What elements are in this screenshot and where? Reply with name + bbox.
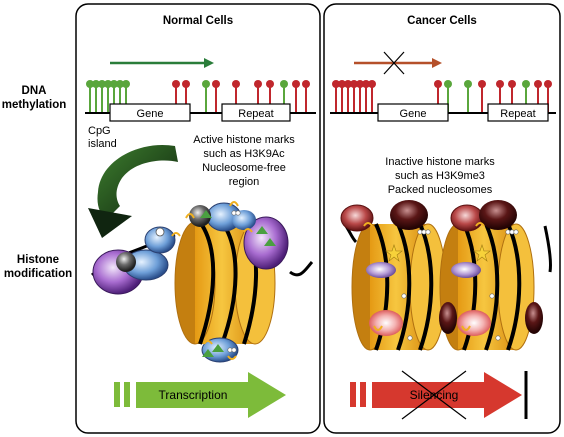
active-marks-text-3: Nucleosome-free <box>202 162 286 174</box>
methylated-cpg-site <box>338 80 346 88</box>
histone-modification-label-1: Histone <box>17 254 59 266</box>
methylated-cpg-site <box>496 80 504 88</box>
transcription-label: Transcription <box>159 388 228 402</box>
curved-arrow <box>88 144 178 238</box>
methylated-cpg-site <box>172 80 180 88</box>
unmethylated-cpg-site <box>122 80 130 88</box>
silencing-label: Silencing <box>410 388 459 402</box>
methylated-cpg-site <box>302 80 310 88</box>
cpg-island-label-2: island <box>88 138 117 150</box>
cpg-island-label-1: CpG <box>88 125 111 137</box>
cancer-histone-marks <box>340 200 543 341</box>
methylated-cpg-site <box>350 80 358 88</box>
inactive-marks-text-2: such as H3K9me3 <box>395 170 485 182</box>
active-marks-text-4: region <box>229 176 260 188</box>
methylated-cpg-site <box>508 80 516 88</box>
normal-gene-box <box>109 103 191 122</box>
silencing-arrow <box>350 370 528 420</box>
unmethylated-cpg-site <box>104 80 112 88</box>
dna-methylation-label-2: methylation <box>2 99 67 111</box>
unmethylated-cpg-site <box>280 80 288 88</box>
cancer-gene-box <box>377 103 449 122</box>
methylated-cpg-site <box>182 80 190 88</box>
unmethylated-cpg-site <box>86 80 94 88</box>
cancer-repeat-label: Repeat <box>500 108 535 120</box>
methylated-cpg-site <box>332 80 340 88</box>
inactive-marks-text-1: Inactive histone marks <box>385 156 495 168</box>
methylated-cpg-site <box>356 80 364 88</box>
cancer-cells-title: Cancer Cells <box>407 15 477 27</box>
methylated-cpg-site <box>544 80 552 88</box>
unmethylated-cpg-site <box>202 80 210 88</box>
active-marks-text-1: Active histone marks <box>193 134 295 146</box>
normal-repeat-box <box>221 103 291 122</box>
methylated-cpg-site <box>534 80 542 88</box>
unmethylated-cpg-site <box>464 80 472 88</box>
normal-histone-marks <box>92 201 289 363</box>
unmethylated-cpg-site <box>92 80 100 88</box>
cancer-gene-label: Gene <box>400 108 427 120</box>
cancer-repeat-box <box>487 103 549 122</box>
methylated-cpg-site <box>212 80 220 88</box>
normal-gene-label: Gene <box>137 108 164 120</box>
unmethylated-cpg-site <box>444 80 452 88</box>
methylated-cpg-site <box>266 80 274 88</box>
methylated-cpg-site <box>362 80 370 88</box>
cancer-promoter-arrow <box>354 51 442 75</box>
methylated-cpg-site <box>344 80 352 88</box>
normal-cells-title: Normal Cells <box>163 15 233 27</box>
unmethylated-cpg-site <box>116 80 124 88</box>
dna-methylation-label-1: DNA <box>22 85 47 97</box>
unmethylated-cpg-site <box>98 80 106 88</box>
inactive-marks-text-3: Packed nucleosomes <box>388 184 493 196</box>
transcription-arrow <box>114 372 286 418</box>
histone-modification-label-2: modification <box>4 268 72 280</box>
normal-repeat-label: Repeat <box>238 108 273 120</box>
methylated-cpg-site <box>232 80 240 88</box>
methylated-cpg-site <box>478 80 486 88</box>
methylated-cpg-site <box>368 80 376 88</box>
methylated-cpg-site <box>292 80 300 88</box>
normal-promoter-arrow <box>110 58 214 68</box>
methylated-cpg-site <box>434 80 442 88</box>
normal-nucleosome <box>174 220 276 345</box>
normal-cpg-lollipops <box>86 80 310 113</box>
methylated-cpg-site <box>254 80 262 88</box>
unmethylated-cpg-site <box>110 80 118 88</box>
unmethylated-cpg-site <box>522 80 530 88</box>
active-marks-text-2: such as H3K9Ac <box>203 148 285 160</box>
